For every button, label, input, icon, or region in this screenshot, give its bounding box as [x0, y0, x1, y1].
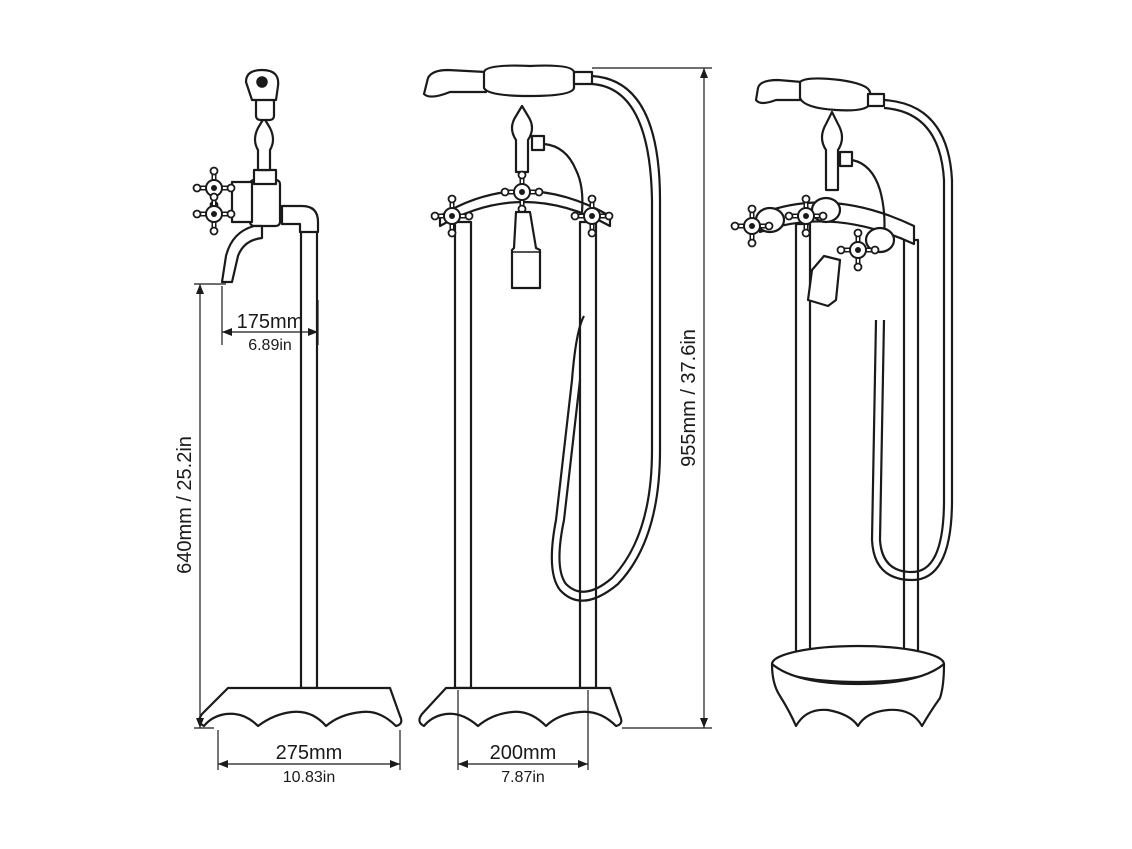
side-handle-lower [194, 194, 235, 235]
persp-handshower-handle [798, 77, 872, 112]
persp-pillar-left [794, 222, 812, 662]
side-cradle-stem [254, 96, 276, 122]
base-depth-mm: 275mm [276, 742, 343, 764]
side-handshower-nozzle [256, 76, 268, 88]
front-spout [510, 210, 542, 290]
front-riser [510, 104, 534, 174]
front-base [418, 686, 623, 728]
spout-reach-in: 6.89in [248, 337, 292, 354]
front-view [418, 64, 662, 728]
side-collar [252, 168, 278, 186]
persp-handshower-ferrule [866, 92, 886, 108]
front-pillar-left [453, 220, 473, 690]
dimension-lines [194, 67, 712, 770]
side-pillar [299, 220, 319, 690]
persp-riser [820, 110, 844, 192]
perspective-view [732, 77, 954, 728]
persp-handshower-head [754, 78, 804, 105]
front-handle-center [502, 172, 543, 213]
side-valve-bonnet [230, 180, 254, 224]
persp-spout [806, 254, 842, 308]
side-spout [220, 224, 264, 284]
persp-supply-tube [851, 158, 886, 237]
front-pillar-right [578, 220, 598, 690]
pillar-spacing-in: 7.87in [501, 769, 545, 786]
front-supply-tube [543, 142, 584, 213]
persp-hose [870, 98, 954, 582]
side-view [194, 68, 403, 728]
spout-height-label: 640mm / 25.2in [174, 436, 196, 574]
front-handshower-head [422, 68, 488, 98]
side-riser [253, 116, 275, 172]
side-valve-body [248, 178, 282, 228]
pillar-spacing-mm: 200mm [490, 742, 557, 764]
persp-base-skirt [770, 662, 946, 728]
front-hose-connector [530, 134, 546, 152]
front-handshower-ferrule [572, 70, 594, 86]
persp-valve-right [864, 226, 896, 254]
spout-reach-mm: 175mm [237, 311, 304, 333]
front-hose [550, 74, 662, 602]
total-height-label: 955mm / 37.6in [678, 329, 700, 467]
side-elbow [280, 204, 320, 234]
persp-hose-connector [838, 150, 854, 168]
persp-pillar-right [902, 238, 920, 678]
base-depth-in: 10.83in [283, 769, 336, 786]
dimension-labels: 175mm 6.89in 640mm / 25.2in 955mm / 37.6… [174, 311, 700, 786]
front-manifold-arch [438, 189, 612, 228]
front-handshower-handle [482, 64, 576, 98]
side-base [198, 686, 403, 728]
